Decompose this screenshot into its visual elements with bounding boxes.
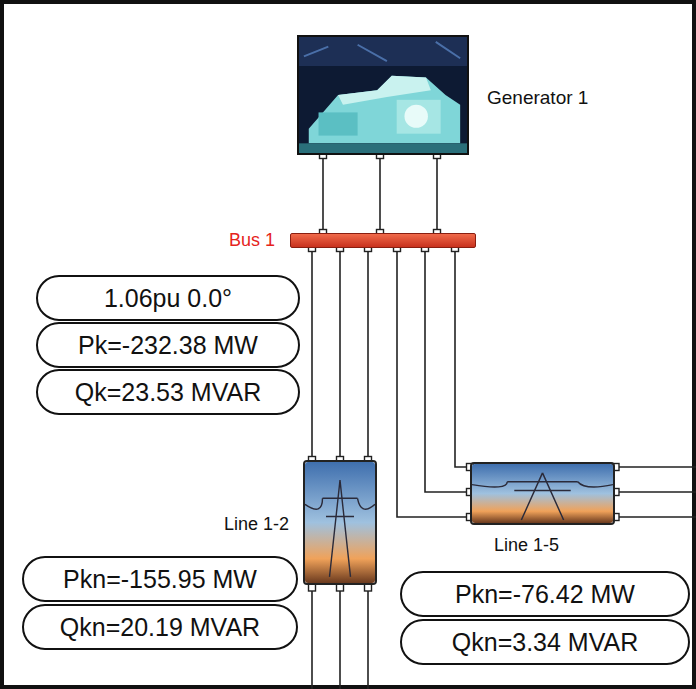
value-box: Pk=-232.38 MW — [36, 322, 300, 368]
terminal — [365, 584, 372, 591]
three-phase-connector — [320, 152, 441, 237]
value-text: Qkn=20.19 MVAR — [60, 613, 260, 642]
line-block: Line 1-2 — [303, 460, 377, 585]
node-label: Generator 1 — [487, 87, 588, 109]
value-text: Pkn=-76.42 MW — [455, 580, 635, 609]
bus-bar: Bus 1 — [290, 233, 476, 248]
wire — [311, 248, 313, 460]
value-text: 1.06pu 0.0° — [104, 284, 232, 313]
line-block: Line 1-5 — [470, 462, 615, 525]
value-box: Qkn=3.34 MVAR — [400, 619, 690, 665]
terminal — [309, 584, 316, 591]
value-box: 1.06pu 0.0° — [36, 275, 300, 321]
line-1-5-outgoing-wires — [615, 467, 696, 517]
value-box: Pkn=-76.42 MW — [400, 571, 690, 617]
wire — [339, 248, 341, 460]
wire — [379, 155, 381, 233]
generator-icon: Generator 1 — [297, 35, 469, 155]
node-label: Line 1-2 — [224, 514, 289, 535]
three-phase-connector — [309, 245, 372, 464]
wire — [367, 248, 369, 460]
node-label: Bus 1 — [229, 230, 275, 251]
wire — [397, 248, 470, 517]
line-picture — [305, 462, 375, 583]
line-1-2-outgoing-wires — [312, 585, 368, 689]
line-picture — [472, 464, 613, 523]
value-box: Pkn=-155.95 MW — [22, 556, 298, 602]
value-text: Qkn=3.34 MVAR — [452, 628, 638, 657]
three-phase-connector — [394, 245, 474, 521]
value-text: Qk=23.53 MVAR — [75, 378, 261, 407]
wire — [455, 248, 470, 467]
wire — [425, 248, 470, 492]
value-text: Pkn=-155.95 MW — [63, 565, 257, 594]
terminal — [337, 584, 344, 591]
wire — [436, 155, 438, 233]
value-box: Qk=23.53 MVAR — [36, 369, 300, 415]
value-box: Qkn=20.19 MVAR — [22, 604, 298, 650]
node-label: Line 1-5 — [494, 535, 559, 556]
wire — [322, 155, 324, 233]
generator-picture — [299, 37, 467, 153]
value-text: Pk=-232.38 MW — [78, 331, 258, 360]
